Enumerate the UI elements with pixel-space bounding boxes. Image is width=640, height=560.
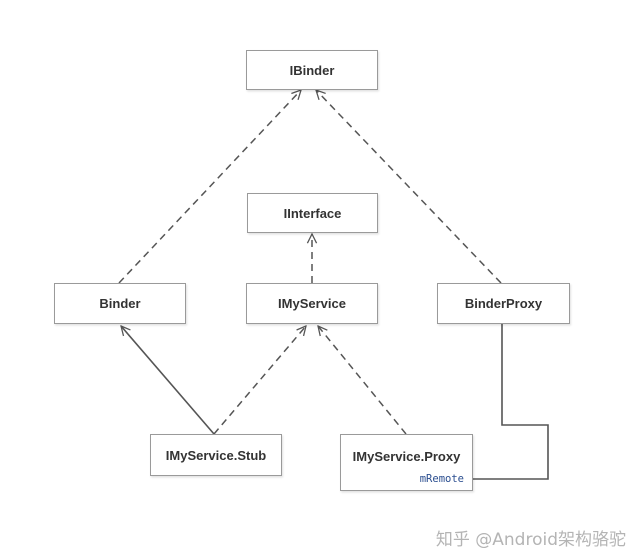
node-imyservice-label: IMyService	[278, 296, 346, 311]
node-imyservice-stub: IMyService.Stub	[150, 434, 282, 476]
edge-binderproxy-composition-proxy	[460, 324, 549, 483]
edge-proxy-implements-imyservice	[318, 326, 407, 435]
node-ibinder-label: IBinder	[289, 62, 335, 78]
edge-stub-implements-imyservice	[213, 326, 306, 435]
node-iinterface: IInterface	[247, 193, 378, 233]
node-imyservice-proxy: IMyService.Proxy mRemote	[340, 434, 473, 491]
field-mremote: mRemote	[419, 473, 464, 485]
node-iinterface-label: IInterface	[283, 205, 342, 221]
node-imyservice-stub-label: IMyService.Stub	[165, 447, 267, 463]
node-binder-label: Binder	[99, 296, 141, 311]
watermark-text: 知乎 @Android架构骆驼	[435, 530, 626, 550]
node-imyservice: IMyService	[246, 283, 378, 324]
edge-stub-extends-binder	[121, 326, 215, 435]
edge-binder-implements-ibinder	[118, 90, 301, 284]
node-binderproxy-label: BinderProxy	[464, 296, 543, 311]
node-imyservice-proxy-label: IMyService.Proxy	[352, 449, 461, 464]
node-binderproxy: BinderProxy	[437, 283, 570, 324]
node-binder: Binder	[54, 283, 186, 324]
edge-binderproxy-implements-ibinder	[316, 90, 502, 284]
node-ibinder: IBinder	[246, 50, 378, 90]
